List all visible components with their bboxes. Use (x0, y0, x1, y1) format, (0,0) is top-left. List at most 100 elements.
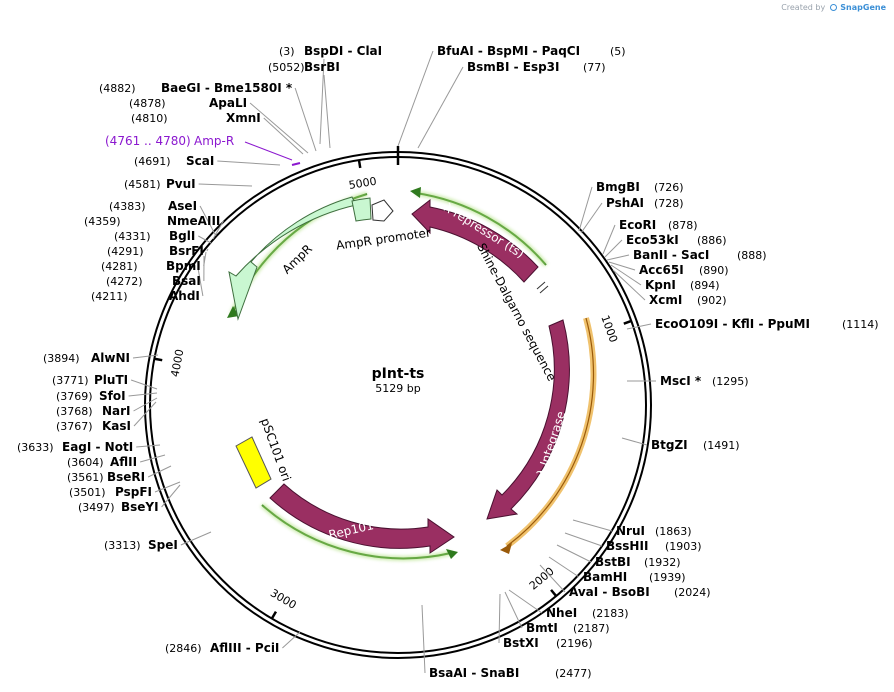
site-position: (3894) (43, 352, 80, 365)
feature-psc101-ori[interactable] (235, 436, 272, 489)
site-name[interactable]: KpnI (645, 278, 676, 292)
site-name[interactable]: PvuI (166, 177, 196, 191)
tick-mark (154, 357, 163, 362)
site-name[interactable]: BstXI (503, 636, 539, 650)
tick-mark (357, 159, 362, 169)
site-name[interactable]: BseRI (107, 470, 145, 484)
site-position: (890) (699, 264, 729, 277)
site-leader (136, 444, 161, 448)
site-leader (206, 248, 209, 252)
site-name[interactable]: BglI (169, 229, 195, 243)
site-name[interactable]: NarI (102, 404, 131, 418)
site-position: (5) (610, 45, 626, 58)
ampr-site-name[interactable]: Amp-R (194, 134, 234, 148)
site-name[interactable]: SpeI (148, 538, 178, 552)
site-leader (199, 205, 217, 237)
site-name[interactable]: ScaI (186, 154, 214, 168)
site-position: (2187) (573, 622, 610, 635)
site-name[interactable]: AhdI (169, 289, 200, 303)
site-leader (610, 264, 642, 286)
site-position: (888) (737, 249, 767, 262)
site-position: (1863) (655, 525, 692, 538)
site-position: (1903) (665, 540, 702, 553)
site-name[interactable]: MscI * (660, 374, 702, 388)
tick-label: 3000 (268, 586, 299, 611)
primer-arrow-left[interactable] (227, 306, 239, 318)
site-name[interactable]: AvaI - BsoBI (569, 585, 650, 599)
site-leader (626, 323, 652, 330)
feature-rep101[interactable] (269, 483, 455, 554)
primer-bind-bottom-glow (260, 503, 452, 561)
site-name[interactable]: EcoO109I - KflI - PpuMI (655, 317, 810, 331)
site-name[interactable]: BsaAI - SnaBI (429, 666, 519, 680)
orf-arc-head[interactable] (500, 543, 512, 554)
site-position: (1114) (842, 318, 879, 331)
site-name[interactable]: PspFI (115, 485, 152, 499)
site-name[interactable]: NheI (546, 606, 577, 620)
site-position: (886) (697, 234, 727, 247)
feature-ampr-promoter[interactable] (371, 199, 394, 222)
site-leader (417, 66, 464, 149)
site-leader (548, 556, 580, 578)
site-name[interactable]: NruI (616, 524, 645, 538)
site-name[interactable]: XmnI (226, 111, 261, 125)
feature-lambda-repressor[interactable] (411, 198, 539, 283)
site-name[interactable]: AflIII - PciI (210, 641, 279, 655)
site-name[interactable]: BamHI (583, 570, 627, 584)
site-name[interactable]: KasI (102, 419, 131, 433)
site-name[interactable]: XcmI (649, 293, 682, 307)
site-position: (878) (668, 219, 698, 232)
site-position: (4359) (84, 215, 121, 228)
site-name[interactable]: BmgBI (596, 180, 640, 194)
site-name[interactable]: BstBI (595, 555, 631, 569)
site-name[interactable]: AflII (110, 455, 137, 469)
site-position: (3604) (67, 456, 104, 469)
site-position: (726) (654, 181, 684, 194)
created-by-credit[interactable]: Created by SnapGene (781, 3, 886, 12)
site-name[interactable]: PluTI (94, 373, 128, 387)
site-name[interactable]: BssHII (606, 539, 648, 553)
feature-ampr[interactable] (228, 196, 357, 321)
feature-lambda-integrase[interactable] (486, 319, 570, 520)
site-name[interactable]: BseYI (121, 500, 159, 514)
ampr-site-mark (291, 162, 301, 166)
site-name[interactable]: AseI (168, 199, 197, 213)
site-name[interactable]: EcoRI (619, 218, 656, 232)
site-name[interactable]: BpmI (166, 259, 201, 273)
site-name[interactable]: NmeAIII (167, 214, 220, 228)
site-leader (608, 261, 636, 271)
site-name[interactable]: BaeGI - Bme1580I * (161, 81, 293, 95)
site-leader (132, 354, 159, 359)
site-position: (894) (690, 279, 720, 292)
site-name[interactable]: BsmBI - Esp3I (467, 60, 559, 74)
site-name[interactable]: BsrBI (304, 60, 340, 74)
site-leader (612, 269, 646, 301)
feature-label-ampr: AmpR (279, 242, 315, 277)
site-name[interactable]: BanII - SacI (633, 248, 709, 262)
snapgene-logo-icon (829, 4, 837, 11)
site-name[interactable]: SfoI (99, 389, 126, 403)
site-position: (4331) (114, 230, 151, 243)
tick-mark (623, 319, 632, 325)
site-name[interactable]: EagI - NotI (62, 440, 133, 454)
site-name[interactable]: BsaI (172, 274, 201, 288)
site-name[interactable]: AlwNI (91, 351, 130, 365)
site-position: (4291) (107, 245, 144, 258)
site-name[interactable]: BmtI (526, 621, 558, 635)
site-name[interactable]: ApaLI (209, 96, 247, 110)
site-name[interactable]: BtgZI (651, 438, 688, 452)
site-name[interactable]: PshAI (606, 196, 644, 210)
primer-arrow-top[interactable] (410, 187, 421, 198)
site-leader (421, 604, 426, 674)
site-leader (564, 532, 603, 547)
site-name[interactable]: Eco53kI (626, 233, 679, 247)
site-name[interactable]: BsrFI (169, 244, 204, 258)
site-leader (294, 87, 317, 152)
site-name[interactable]: Acc65I (639, 263, 684, 277)
site-name[interactable]: BspDI - ClaI (304, 44, 382, 58)
site-name[interactable]: BfuAI - BspMI - PaqCI (437, 44, 580, 58)
site-position: (4882) (99, 82, 136, 95)
site-leader (606, 254, 630, 261)
primer-arrow-bottom[interactable] (446, 549, 458, 559)
